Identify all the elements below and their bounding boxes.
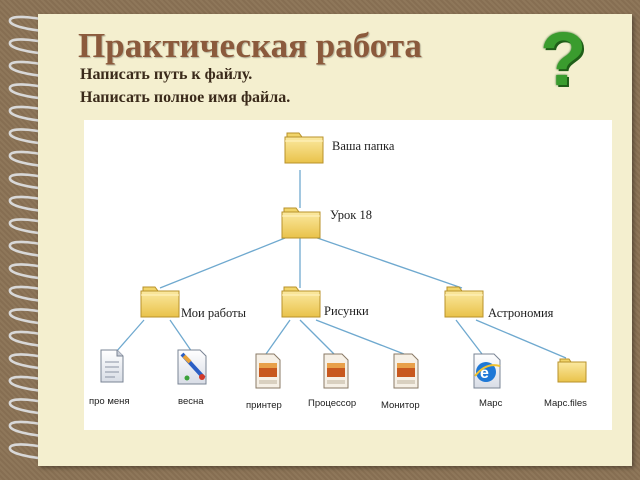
- folder-label-astronomy: Астрономия: [488, 306, 554, 320]
- file-label-spring: весна: [178, 396, 204, 407]
- image-icon: [255, 353, 281, 389]
- folder-icon: [284, 132, 324, 164]
- paint-icon: [177, 349, 207, 385]
- folder-label-root: Ваша папка: [332, 139, 395, 153]
- file-label-about-me: про меня: [89, 396, 130, 407]
- task-1: Написать путь к файлу.: [80, 66, 253, 83]
- folder-icon: [281, 286, 321, 318]
- folder-icon: [444, 286, 484, 318]
- file-label-printer: принтер: [246, 400, 282, 411]
- folder-tree-diagram: e Ваша папка Урок 18 Мои работы Рисунки …: [84, 120, 612, 430]
- connector-lines: [115, 170, 567, 359]
- task-2: Написать полное имя файла.: [80, 89, 291, 106]
- image-icon: [393, 353, 419, 389]
- tree-svg: e: [100, 132, 587, 389]
- folder-label-my-works: Мои работы: [181, 306, 246, 320]
- file-label-mars-files: Марс.files: [544, 398, 587, 409]
- internet-explorer-icon: e: [473, 353, 501, 389]
- file-label-monitor: Монитор: [381, 400, 420, 411]
- file-label-processor: Процессор: [308, 398, 357, 409]
- folder-label-lesson: Урок 18: [330, 208, 372, 222]
- folder-icon: [557, 358, 587, 383]
- image-icon: [323, 353, 349, 389]
- folder-label-pictures: Рисунки: [324, 304, 369, 318]
- folder-icon: [140, 286, 180, 318]
- question-mark-icon: ?: [540, 17, 587, 102]
- slide-title: Практическая работа: [78, 26, 422, 65]
- document-icon: [100, 349, 124, 383]
- folder-icon: [281, 207, 321, 239]
- svg-text:e: e: [480, 365, 489, 382]
- file-label-mars: Марс: [479, 398, 503, 409]
